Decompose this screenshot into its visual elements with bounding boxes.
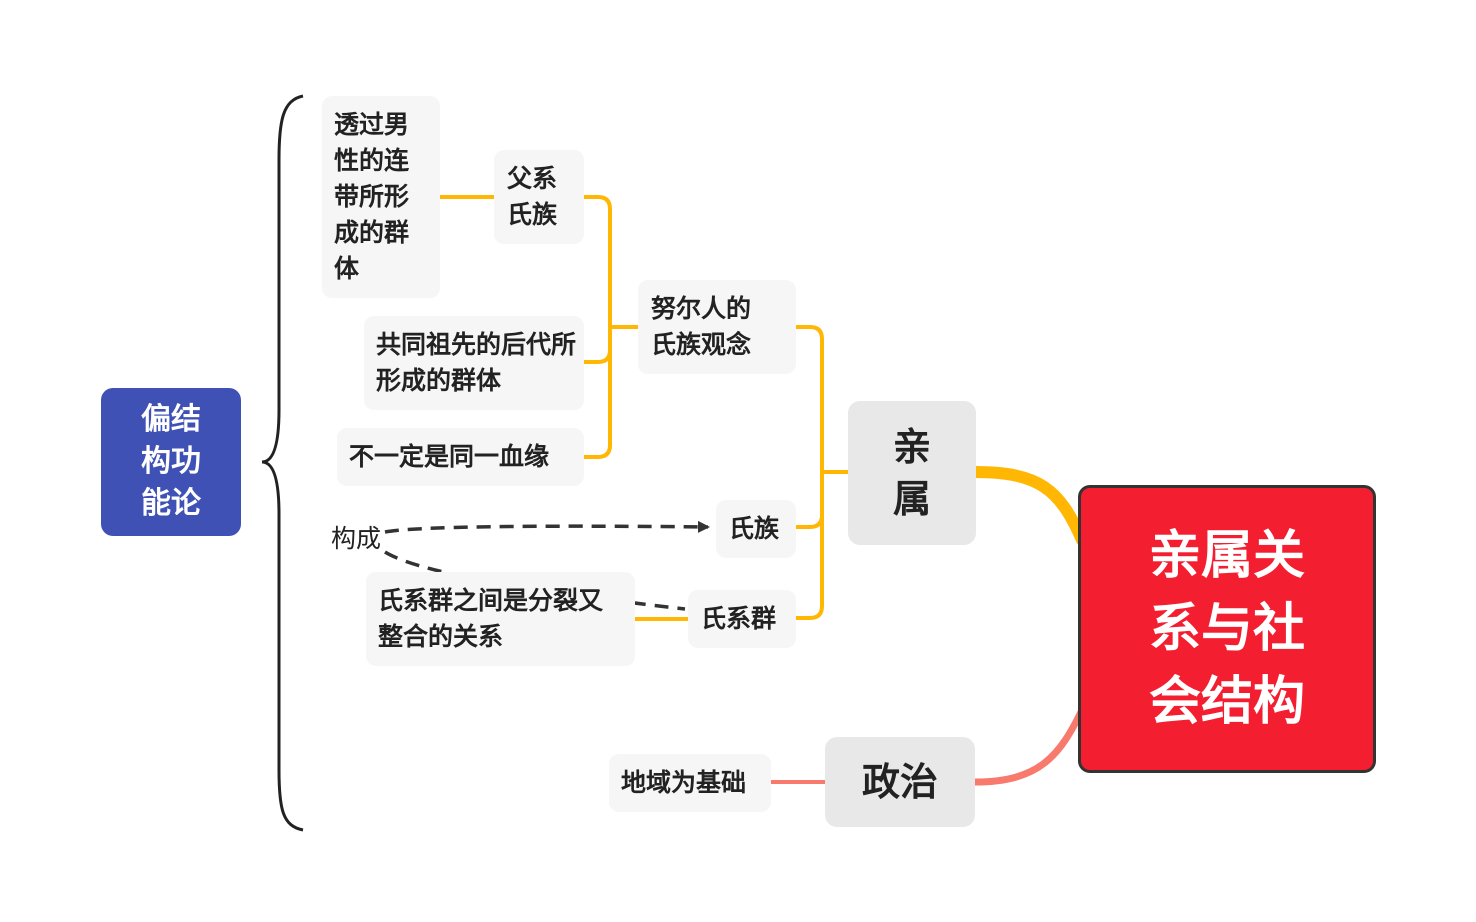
branch-politics[interactable]: 政治 — [825, 737, 975, 827]
split-integrate-label: 氏系群之间是分裂又整合的关系 — [378, 586, 604, 651]
territorial-basis-node[interactable]: 地域为基础 — [609, 754, 771, 812]
relationship-label[interactable]: 构成 — [331, 524, 382, 553]
summary-label: 偏结构功能论 — [141, 402, 201, 521]
not-same-blood-node[interactable]: 不一定是同一血缘 — [337, 428, 584, 486]
patrilineal-clan-label: 父系氏族 — [507, 164, 558, 229]
nuer-spine — [584, 195, 638, 459]
male-link-group-label: 透过男性的连带所形成的群体 — [334, 110, 410, 283]
root-topic-label: 亲属关系与社会结构 — [1148, 525, 1305, 732]
patrilineal-clan-node[interactable]: 父系氏族 — [494, 150, 584, 244]
root-to-politics-line — [971, 706, 1086, 786]
split-integrate-node[interactable]: 氏系群之间是分裂又整合的关系 — [366, 572, 635, 666]
relation-dashed-to-clan — [384, 520, 710, 534]
male-link-group-node[interactable]: 透过男性的连带所形成的群体 — [322, 96, 440, 298]
summary-bracket — [261, 94, 304, 832]
lineage-node[interactable]: 氏系群 — [688, 590, 796, 648]
lineage-label: 氏系群 — [701, 604, 777, 633]
kinship-spine — [796, 325, 848, 620]
branch-kinship-label: 亲属 — [892, 425, 931, 521]
branch-kinship[interactable]: 亲属 — [848, 401, 976, 545]
territorial-basis-label: 地域为基础 — [621, 768, 747, 797]
not-same-blood-label: 不一定是同一血缘 — [349, 442, 550, 471]
clan-label: 氏族 — [729, 514, 780, 543]
root-to-kinship-line — [969, 466, 1088, 546]
common-ancestor-label: 共同祖先的后代所形成的群体 — [376, 330, 577, 395]
nuer-clan-concept-node[interactable]: 努尔人的氏族观念 — [638, 280, 796, 374]
nuer-clan-concept-label: 努尔人的氏族观念 — [651, 294, 752, 359]
common-ancestor-node[interactable]: 共同祖先的后代所形成的群体 — [364, 316, 584, 410]
clan-node[interactable]: 氏族 — [716, 500, 796, 558]
branch-politics-label: 政治 — [861, 760, 938, 804]
root-topic[interactable]: 亲属关系与社会结构 — [1078, 485, 1376, 773]
summary-node[interactable]: 偏结构功能论 — [101, 388, 241, 536]
